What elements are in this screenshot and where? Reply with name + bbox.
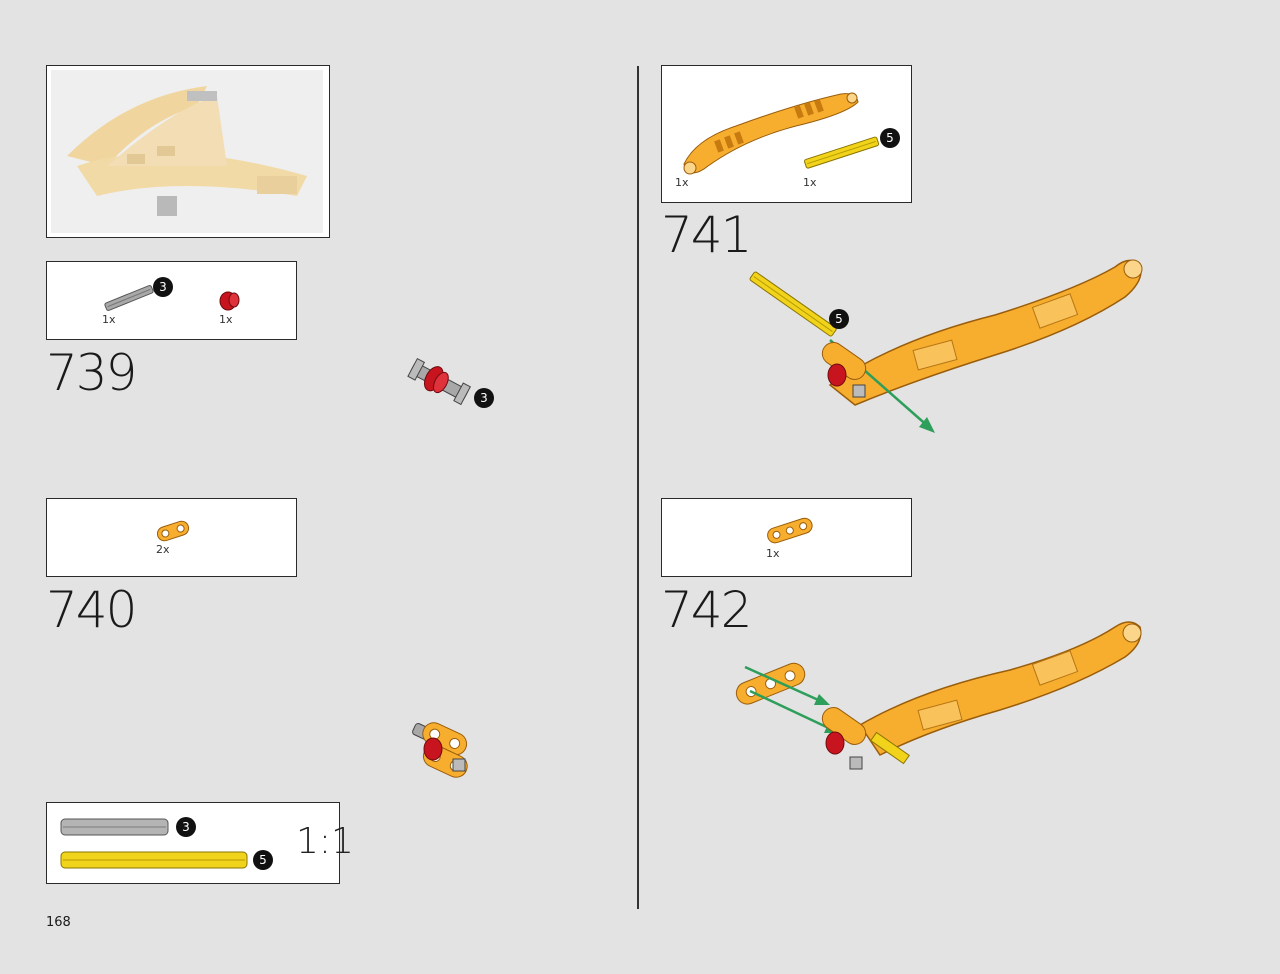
parts-list-739: 3 1x 1x [46,261,297,340]
step-number-742: 742 [661,581,752,639]
page-divider [637,66,639,909]
submodel-faded-image [67,86,307,216]
part-quantity: 1x [102,313,116,326]
length-badge: 3 [474,388,494,408]
part-quantity: 1x [803,176,817,189]
orange-link-3-icon [767,517,813,544]
length-badge: 5 [253,850,273,870]
axle-with-bush-illustration [407,357,471,406]
part-quantity: 1x [675,176,689,189]
page-number: 168 [46,915,71,930]
yellow-axle-5-icon [804,136,880,169]
yellow-axle-5-ruler [60,851,248,869]
parts-list-740: 2x [46,498,297,577]
part-quantity: 1x [219,313,233,326]
panel-axle-insert-illustration [749,259,1143,433]
submodel-overview-box [46,65,330,238]
length-badge: 5 [880,128,900,148]
length-badge: 5 [829,309,849,329]
orange-curved-panel-icon [683,92,859,175]
step-number-740: 740 [46,581,137,639]
orange-link-2-icon [156,520,190,542]
grey-axle-3-ruler [60,818,169,836]
part-quantity: 1x [766,547,780,560]
step-number-741: 741 [661,206,752,264]
red-bush-icon [219,291,240,311]
axle-bush-links-illustration [412,722,468,778]
panel-link-attach-illustration [735,621,1142,770]
step-number-739: 739 [46,344,137,402]
length-ruler-box: 3 5 1:1 [46,802,354,884]
parts-list-742: 1x [661,498,912,577]
part-quantity: 2x [156,543,170,556]
grey-axle-3-icon [104,285,154,311]
length-badge: 3 [176,817,196,837]
length-badge: 3 [153,277,173,297]
scale-indicator: 1:1 [296,821,354,862]
parts-list-741: 1x 5 1x [661,65,912,203]
